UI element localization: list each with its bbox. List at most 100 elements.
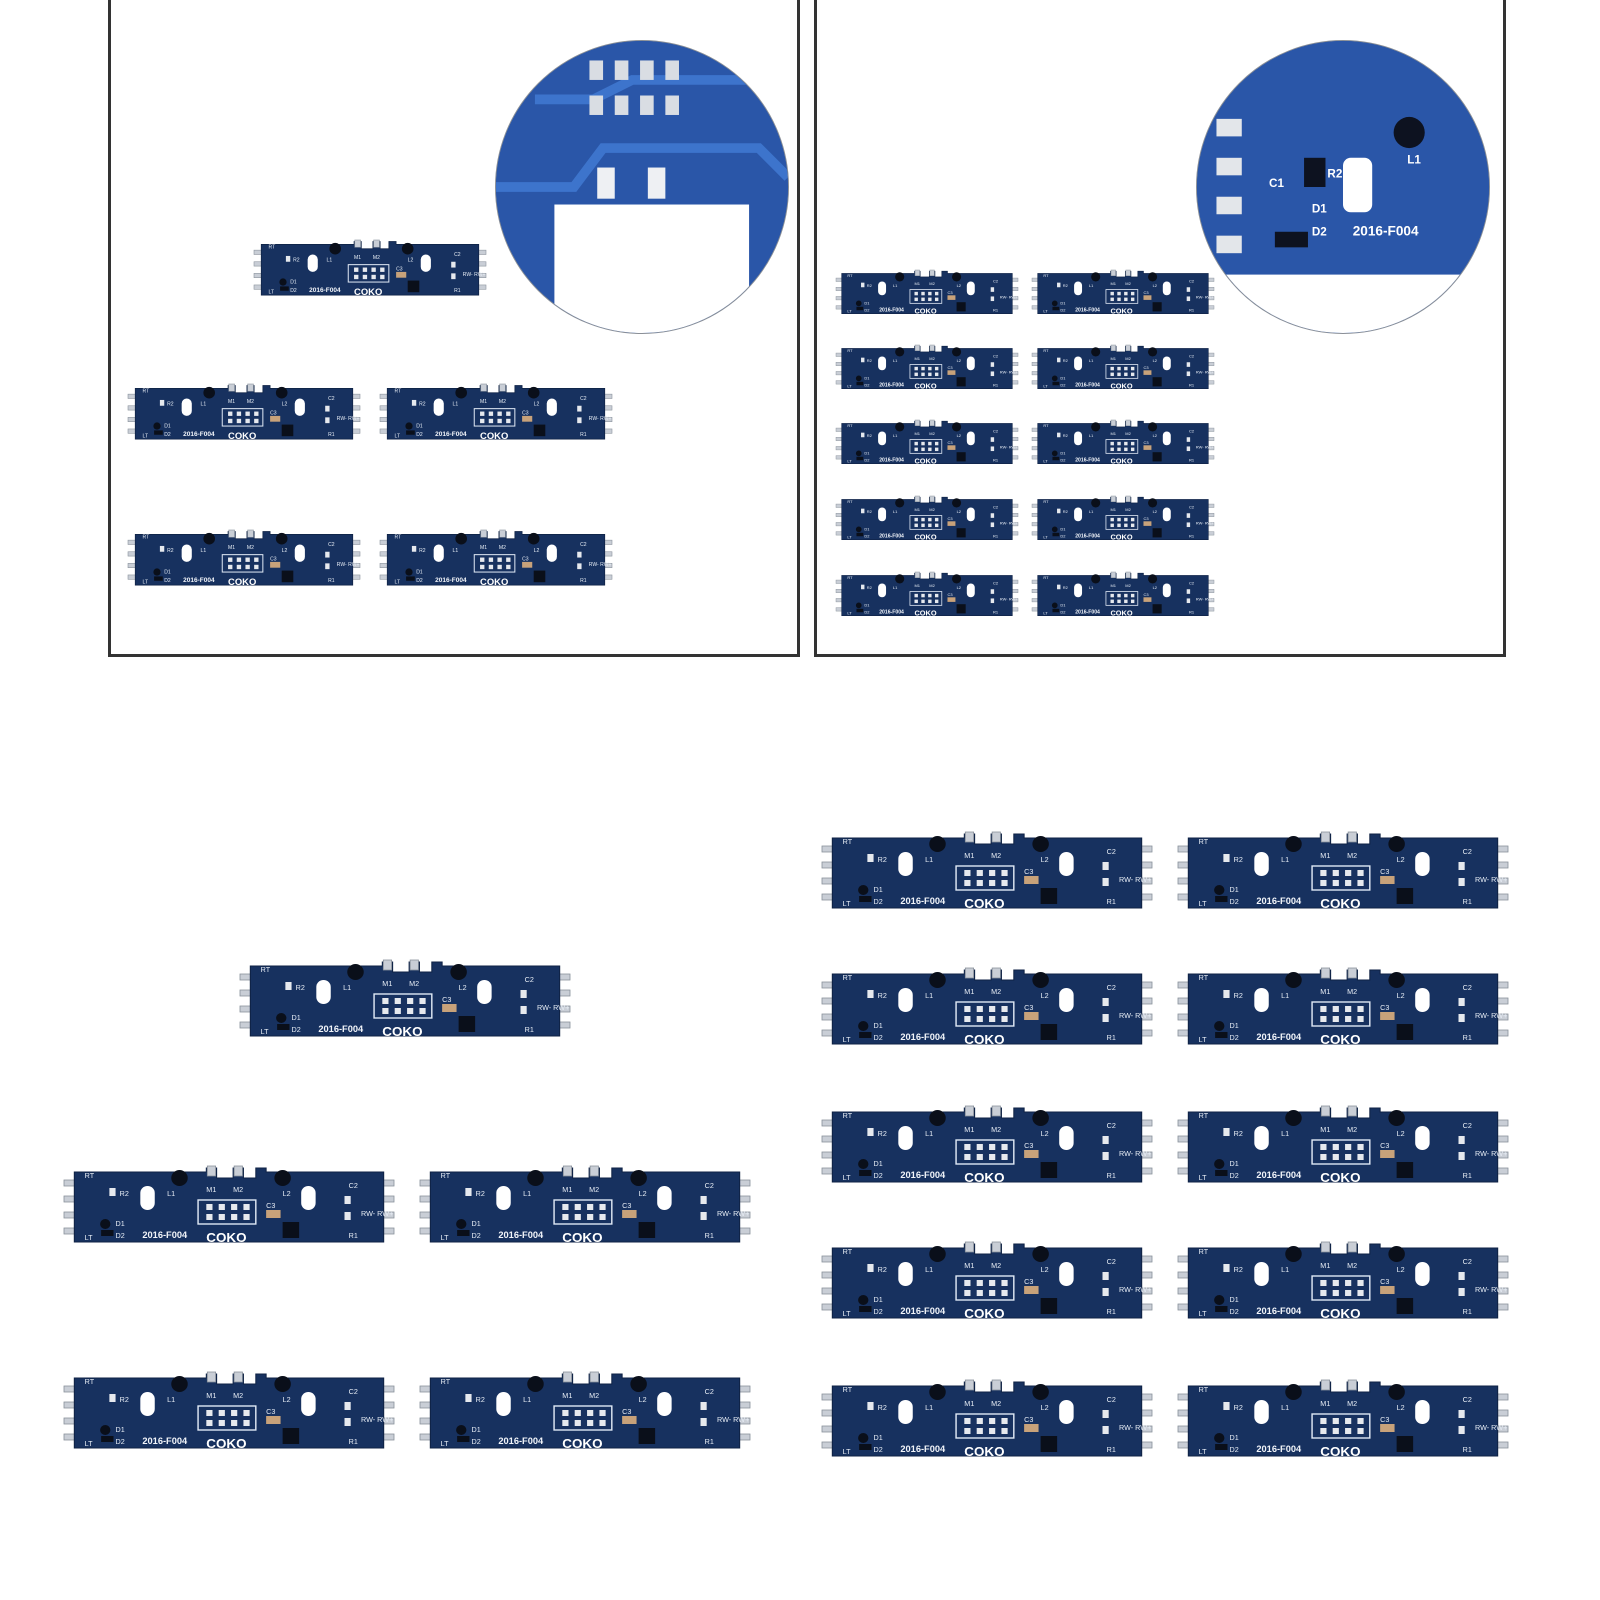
silk-c3: C3 bbox=[1024, 868, 1033, 876]
silk-m1: M1 bbox=[914, 583, 920, 588]
board-brand-label: COKO bbox=[914, 609, 936, 618]
silk-m2: M2 bbox=[929, 356, 935, 361]
silk-m2: M2 bbox=[1347, 1126, 1357, 1134]
silk-c3: C3 bbox=[1380, 1142, 1389, 1150]
silk-m2: M2 bbox=[991, 988, 1001, 996]
silk-r2: R2 bbox=[878, 1266, 887, 1274]
silk-rw: RW- RW+ bbox=[717, 1416, 749, 1424]
board-brand-label: COKO bbox=[914, 533, 936, 542]
silk-m1: M1 bbox=[382, 980, 392, 988]
silk-c3: C3 bbox=[266, 1202, 275, 1210]
silk-l1: L1 bbox=[453, 548, 459, 554]
board-code-label: 2016-F004 bbox=[435, 577, 467, 584]
silk-r2: R2 bbox=[1234, 1266, 1243, 1274]
board-brand-label: COKO bbox=[1110, 307, 1132, 316]
silk-rt: RT bbox=[847, 348, 853, 353]
silk-m2: M2 bbox=[1125, 281, 1131, 286]
silk-c3: C3 bbox=[522, 410, 529, 416]
silk-m1: M1 bbox=[562, 1186, 572, 1194]
silk-d1: D1 bbox=[472, 1426, 481, 1434]
silk-rt: RT bbox=[1199, 1112, 1209, 1120]
silk-lt: LT bbox=[1043, 309, 1048, 314]
silk-l1: L1 bbox=[925, 1404, 933, 1412]
silk-c2: C2 bbox=[1107, 1396, 1116, 1404]
silk-r1: R1 bbox=[349, 1438, 358, 1446]
silk-m1: M1 bbox=[1320, 1400, 1330, 1408]
pcb-board: RT LT R2 D1 D2 L1 M1 M2 L2 C3 C2 R1 RW- … bbox=[1031, 344, 1214, 391]
silk-m2: M2 bbox=[233, 1186, 243, 1194]
silk-m2: M2 bbox=[991, 852, 1001, 860]
silk-r2: R2 bbox=[296, 984, 305, 992]
silk-c2: C2 bbox=[328, 542, 335, 548]
silk-m1: M1 bbox=[1110, 507, 1116, 512]
silk-c2: C2 bbox=[454, 252, 461, 258]
silk-c3: C3 bbox=[947, 592, 953, 597]
silk-r1: R1 bbox=[1107, 1446, 1116, 1454]
silk-m2: M2 bbox=[373, 255, 380, 261]
silk-l1: L1 bbox=[893, 433, 898, 438]
silk-lt: LT bbox=[843, 1448, 852, 1456]
board-code-label: 2016-F004 bbox=[1075, 382, 1100, 388]
silk-c3: C3 bbox=[622, 1202, 631, 1210]
silk-m1: M1 bbox=[914, 507, 920, 512]
pcb-board: RT LT R2 D1 D2 L1 M1 M2 L2 C3 C2 R1 RW- … bbox=[1177, 1241, 1509, 1322]
silk-d2: D2 bbox=[1060, 382, 1066, 387]
silk-rw: RW- RW+ bbox=[337, 416, 360, 422]
silk-d2: D2 bbox=[874, 1446, 883, 1454]
silk-l2: L2 bbox=[1397, 856, 1405, 864]
pcb-board: RT LT R2 D1 D2 L1 M1 M2 L2 C3 C2 R1 RW- … bbox=[419, 1165, 751, 1246]
silk-lt: LT bbox=[395, 580, 401, 586]
silk-l1: L1 bbox=[1281, 1266, 1289, 1274]
silk-r1: R1 bbox=[580, 578, 587, 584]
pcb-board: RT LT R2 D1 D2 L1 M1 M2 L2 C3 C2 R1 RW- … bbox=[835, 269, 1018, 316]
silk-r2: R2 bbox=[878, 992, 887, 1000]
silk-m1: M1 bbox=[228, 545, 235, 551]
silk-rt: RT bbox=[1043, 348, 1049, 353]
silk-d2: D2 bbox=[116, 1438, 125, 1446]
silk-l2: L2 bbox=[957, 283, 962, 288]
board-code-label: 2016-F004 bbox=[1075, 457, 1100, 463]
silk-r1: R1 bbox=[1189, 609, 1195, 614]
board-brand-label: COKO bbox=[914, 457, 936, 466]
silk-l1: L1 bbox=[1281, 856, 1289, 864]
silk-m2: M2 bbox=[409, 980, 419, 988]
silk-c3: C3 bbox=[522, 556, 529, 562]
silk-lt: LT bbox=[85, 1234, 94, 1242]
silk-l2: L2 bbox=[1153, 283, 1158, 288]
silk-c3: C3 bbox=[1380, 1416, 1389, 1424]
silk-m1: M1 bbox=[206, 1392, 216, 1400]
silk-l1: L1 bbox=[925, 1266, 933, 1274]
silk-r1: R1 bbox=[993, 307, 999, 312]
silk-c2: C2 bbox=[705, 1388, 714, 1396]
silk-rt: RT bbox=[847, 273, 853, 278]
board-brand-label: COKO bbox=[1110, 609, 1132, 618]
board-code-label: 2016-F004 bbox=[498, 1230, 544, 1240]
silk-r2: R2 bbox=[1063, 358, 1069, 363]
board-brand-label: COKO bbox=[382, 1024, 422, 1039]
silk-r2: R2 bbox=[293, 258, 300, 264]
silk-m2: M2 bbox=[589, 1186, 599, 1194]
silk-l2: L2 bbox=[1397, 1404, 1405, 1412]
silk-d2: D2 bbox=[290, 288, 297, 294]
silk-rw: RW- RW+ bbox=[1000, 370, 1018, 375]
silk-l2: L2 bbox=[283, 1190, 291, 1198]
silk-d2: D2 bbox=[874, 1308, 883, 1316]
silk-m1: M1 bbox=[1110, 431, 1116, 436]
pcb-board: RT LT R2 D1 D2 L1 M1 M2 L2 C3 C2 R1 RW- … bbox=[1177, 1379, 1509, 1460]
silk-d1: D1 bbox=[864, 450, 870, 455]
silk-rt: RT bbox=[1199, 974, 1209, 982]
silk-lt: LT bbox=[269, 290, 275, 296]
silk-l2: L2 bbox=[459, 984, 467, 992]
silk-m2: M2 bbox=[929, 281, 935, 286]
silk-c2: C2 bbox=[1189, 279, 1195, 284]
silk-rw: RW- RW+ bbox=[1475, 1150, 1507, 1158]
silk-c2: C2 bbox=[993, 505, 999, 510]
silk-m2: M2 bbox=[1347, 1400, 1357, 1408]
silk-l2: L2 bbox=[957, 358, 962, 363]
silk-r1: R1 bbox=[1463, 1308, 1472, 1316]
silk-r2: R2 bbox=[867, 283, 873, 288]
silk-d1: D1 bbox=[864, 375, 870, 380]
board-code-label: 2016-F004 bbox=[309, 287, 341, 294]
silk-c2: C2 bbox=[993, 354, 999, 359]
zoom-silk-label: D1 bbox=[1312, 202, 1327, 215]
